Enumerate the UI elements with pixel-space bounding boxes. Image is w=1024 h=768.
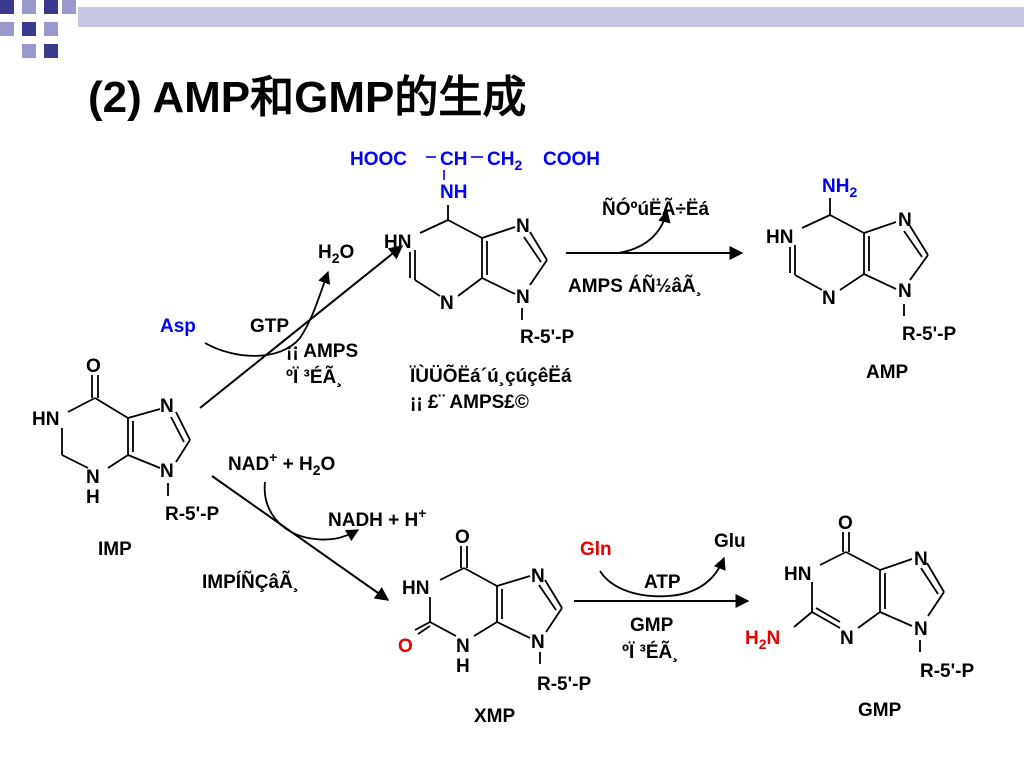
amps-synthetase-line2: ºÏ ³ÉÃ¸ bbox=[286, 366, 343, 388]
amp-nh2: NH2 bbox=[822, 176, 857, 200]
xmp-o6: O bbox=[455, 527, 470, 548]
amp-n7: N bbox=[898, 210, 912, 231]
amps-n9: N bbox=[516, 287, 530, 308]
amps-lyase-label: AMPS ÁÑ½âÃ¸ bbox=[568, 275, 702, 297]
amps-cooh: COOH bbox=[543, 149, 600, 170]
amp-structure bbox=[789, 198, 929, 316]
corner-decoration bbox=[0, 0, 76, 58]
nad-curve bbox=[263, 481, 360, 542]
imp-structure bbox=[61, 375, 191, 496]
xmp-n7: N bbox=[531, 566, 545, 587]
amps-ch: CH bbox=[440, 149, 467, 170]
xmp-structure bbox=[414, 546, 563, 664]
imp-hn: HN bbox=[32, 409, 59, 430]
xmp-label: XMP bbox=[474, 706, 516, 727]
gln-glu-curve bbox=[599, 556, 726, 598]
imp-dehydrogenase-label: IMPÍÑÇâÃ¸ bbox=[202, 571, 299, 593]
amps-ch2: CH2 bbox=[487, 149, 522, 173]
amps-structure bbox=[409, 205, 548, 320]
fumarate-curve bbox=[617, 209, 671, 254]
imp-label: IMP bbox=[98, 539, 132, 560]
xmp-hn: HN bbox=[402, 578, 429, 599]
gmp-hn: HN bbox=[784, 564, 811, 585]
h2o-label: H2O bbox=[318, 242, 354, 266]
amps-nh: NH bbox=[440, 182, 467, 203]
amps-ribose: R-5'-P bbox=[520, 327, 574, 348]
amps-hn: HN bbox=[384, 232, 411, 253]
imp-n9: N bbox=[160, 461, 174, 482]
gmp-ribose: R-5'-P bbox=[920, 661, 974, 682]
amp-n3: N bbox=[822, 288, 836, 309]
gln-label: Gln bbox=[580, 539, 612, 560]
asp-gtp-curve bbox=[204, 270, 331, 357]
imp-ribose: R-5'-P bbox=[165, 504, 219, 525]
gmp-oxygen: O bbox=[838, 513, 853, 534]
xmp-n9: N bbox=[531, 632, 545, 653]
fumarate-label: ÑÓºúËÃ÷Ëá bbox=[602, 198, 710, 220]
imp-oxygen: O bbox=[86, 356, 101, 377]
arrow-imp-to-amps bbox=[199, 245, 404, 409]
gmp-synthetase-line2: ºÏ ³ÉÃ¸ bbox=[622, 641, 679, 663]
imp-n7: N bbox=[160, 396, 174, 417]
slide-title: (2) AMP和GMP的生成 bbox=[88, 73, 526, 122]
amps-n7: N bbox=[516, 216, 530, 237]
amp-label: AMP bbox=[866, 362, 909, 383]
arrow-imp-to-xmp bbox=[211, 475, 390, 601]
amps-hooc: HOOC bbox=[350, 149, 407, 170]
gmp-n7: N bbox=[914, 549, 928, 570]
gmp-n9: N bbox=[914, 619, 928, 640]
gmp-synthetase-line1: GMP bbox=[630, 615, 674, 636]
amps-name-line1: ÏÙÜÕËá´ú¸çúçêËá bbox=[409, 365, 572, 387]
xmp-h: H bbox=[456, 656, 470, 677]
amps-side-chain-bonds bbox=[426, 156, 483, 180]
xmp-o2: O bbox=[398, 636, 413, 657]
amp-ribose: R-5'-P bbox=[902, 324, 956, 345]
amps-synthetase-line1: ¡¡ AMPS bbox=[286, 341, 358, 362]
header-bar bbox=[78, 7, 1024, 27]
nad-label: NAD+ + H2O bbox=[228, 449, 335, 478]
amp-hn: HN bbox=[766, 227, 793, 248]
gmp-label: GMP bbox=[858, 700, 902, 721]
glu-label: Glu bbox=[714, 531, 746, 552]
gmp-h2n: H2N bbox=[745, 628, 780, 652]
xmp-ribose: R-5'-P bbox=[537, 674, 591, 695]
atp-label: ATP bbox=[644, 572, 681, 593]
gmp-structure bbox=[793, 532, 945, 652]
amps-name-line2: ¡¡ £¨ AMPS£© bbox=[410, 392, 529, 413]
imp-h: H bbox=[86, 487, 100, 508]
gmp-n3: N bbox=[840, 628, 854, 649]
xmp-n3: N bbox=[456, 636, 470, 657]
imp-n3: N bbox=[86, 467, 100, 488]
amps-n3: N bbox=[440, 293, 454, 314]
gtp-label: GTP bbox=[250, 316, 289, 337]
amp-n9: N bbox=[898, 281, 912, 302]
nadh-label: NADH + H+ bbox=[328, 505, 426, 531]
asp-label: Asp bbox=[160, 316, 196, 337]
